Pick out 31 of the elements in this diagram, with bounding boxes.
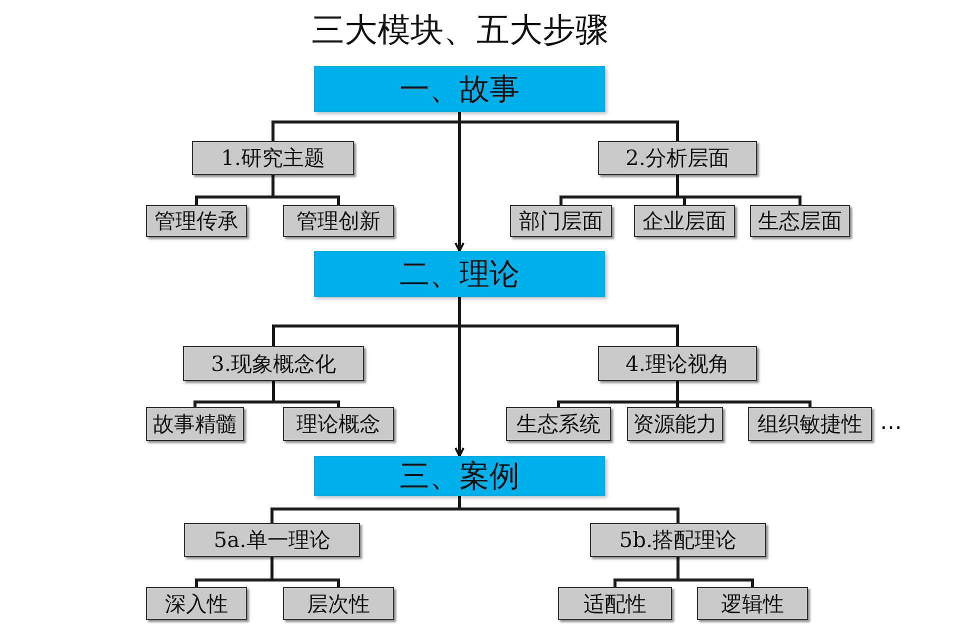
step-box: 4.理论视角 [598,346,757,381]
step-box: 生态层面 [750,205,850,237]
ellipsis-text: … [880,410,902,435]
step-box: 5b.搭配理论 [590,523,766,557]
step-box: 层次性 [283,587,394,620]
connector-line [272,175,340,205]
module-box: 一、故事 [314,66,605,112]
step-box: 企业层面 [634,205,735,237]
step-box: 适配性 [558,587,672,620]
step-box: 3.现象概念化 [183,346,364,381]
step-box: 5a.单一理论 [184,523,360,557]
module-box: 二、理论 [314,251,605,297]
diagram-title: 三大模块、五大步骤 [310,9,610,51]
step-box: 1.研究主题 [192,141,354,175]
connector-line [676,557,754,587]
connector-line [272,381,340,407]
step-box: 管理创新 [283,205,394,237]
step-box: 故事精髓 [146,407,244,441]
step-box: 逻辑性 [697,587,808,620]
module-box: 三、案例 [314,456,605,496]
step-box: 组织敏捷性 [748,407,872,441]
step-box: 理论概念 [283,407,394,441]
step-box: 2.分析层面 [598,141,757,175]
connector-line [458,496,680,523]
connector-line [270,557,340,587]
step-box: 深入性 [146,587,247,620]
connector-line [676,381,812,407]
step-box: 资源能力 [627,407,723,441]
step-box: 部门层面 [510,205,612,237]
step-box: 管理传承 [146,205,247,237]
step-box: 生态系统 [506,407,611,441]
